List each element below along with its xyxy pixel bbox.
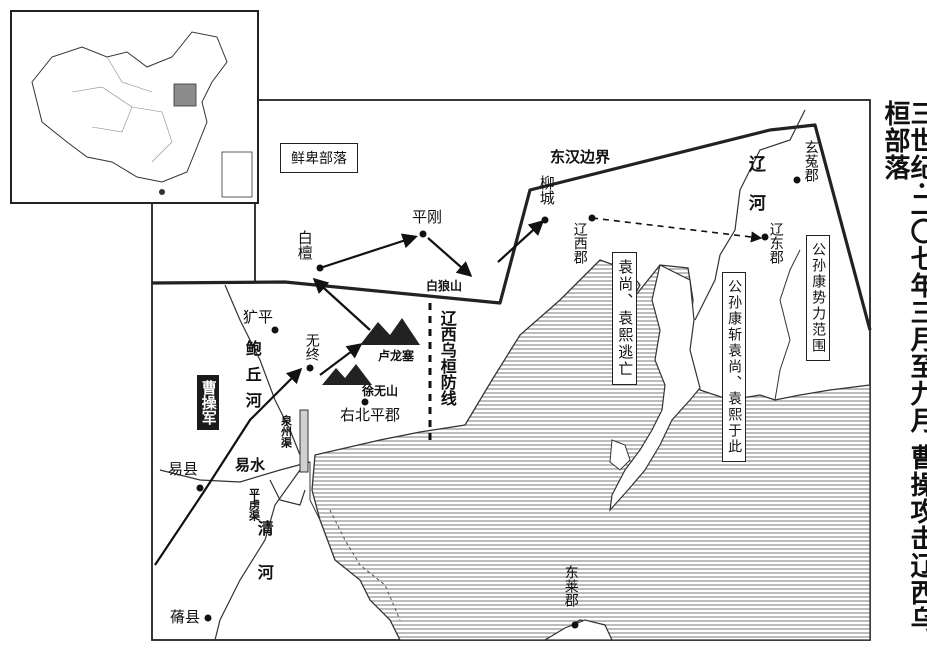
gongsun-kill-box: 公孙康斩袁尚、袁熙于此 <box>722 272 747 462</box>
label-baitan: 白檀 <box>295 230 314 260</box>
china-outline <box>31 31 228 183</box>
gongsun-region-box: 公孙康势力范围 <box>806 235 831 361</box>
label-liucheng: 柳城 <box>537 175 556 205</box>
label-donglai: 东莱郡 <box>562 565 579 607</box>
river-east <box>774 249 801 401</box>
place-dots <box>196 176 801 629</box>
baoqiu-river <box>224 284 301 456</box>
pinglu-canal <box>269 479 306 506</box>
yishui-river <box>159 461 311 483</box>
label-youbeiping: 右北平郡 <box>340 406 400 424</box>
sea-area <box>311 259 871 641</box>
label-xuwushan: 徐无山 <box>361 383 398 398</box>
lulong-mountain-icon <box>360 318 420 345</box>
label-liaodong: 辽东郡 <box>767 222 784 264</box>
xuwu-mountain-icon <box>322 364 372 385</box>
label-bailangshan: 白狼山 <box>426 278 462 293</box>
quanzhou-canal <box>299 409 309 473</box>
label-xiaping: 犷平 <box>243 308 273 326</box>
label-liaohe: 辽河 <box>744 155 765 233</box>
xianbei-region-box: 鲜卑部落 <box>280 143 358 173</box>
label-yishui: 易水 <box>235 456 266 474</box>
yuan-flee-box: 袁尚、袁熙逃亡 <box>612 252 638 385</box>
inset-map <box>10 10 259 204</box>
inset-highlight <box>173 83 197 107</box>
south-sea-inset <box>221 151 253 198</box>
label-baoqiuhe: 鲍丘河 <box>242 340 262 418</box>
label-pinggang: 平刚 <box>412 208 442 226</box>
label-yixian: 易县 <box>168 460 198 478</box>
map-title: 三世纪·二〇七年三月至九月 曹操攻击辽西乌桓部落 <box>880 100 927 634</box>
label-han-border: 东汉边界 <box>550 148 610 166</box>
han-border <box>151 123 872 331</box>
shandong-tip <box>542 619 613 641</box>
label-qixian: 蓨县 <box>170 608 200 626</box>
label-lulongsai: 卢龙塞 <box>378 348 415 363</box>
inset-map-svg <box>31 31 253 198</box>
label-defense-line: 辽西乌桓防线 <box>437 310 457 406</box>
campaign-route <box>154 219 545 566</box>
coast-west <box>309 462 321 521</box>
old-coastline <box>329 509 401 621</box>
bay-inlet <box>609 439 631 471</box>
caocao-army-label: 曹操军 <box>197 375 219 430</box>
label-qinghe: 清河 <box>254 520 274 608</box>
label-wuzhong: 无终 <box>303 333 320 361</box>
label-xuantu: 玄菟郡 <box>802 140 819 182</box>
label-pinglu-canal: 平虏渠 <box>247 488 261 521</box>
label-liaoxi: 辽西郡 <box>571 222 588 264</box>
liao-river <box>694 109 806 321</box>
liaodong-peninsula <box>609 264 701 512</box>
label-quanzhou-canal: 泉州渠 <box>279 415 293 448</box>
